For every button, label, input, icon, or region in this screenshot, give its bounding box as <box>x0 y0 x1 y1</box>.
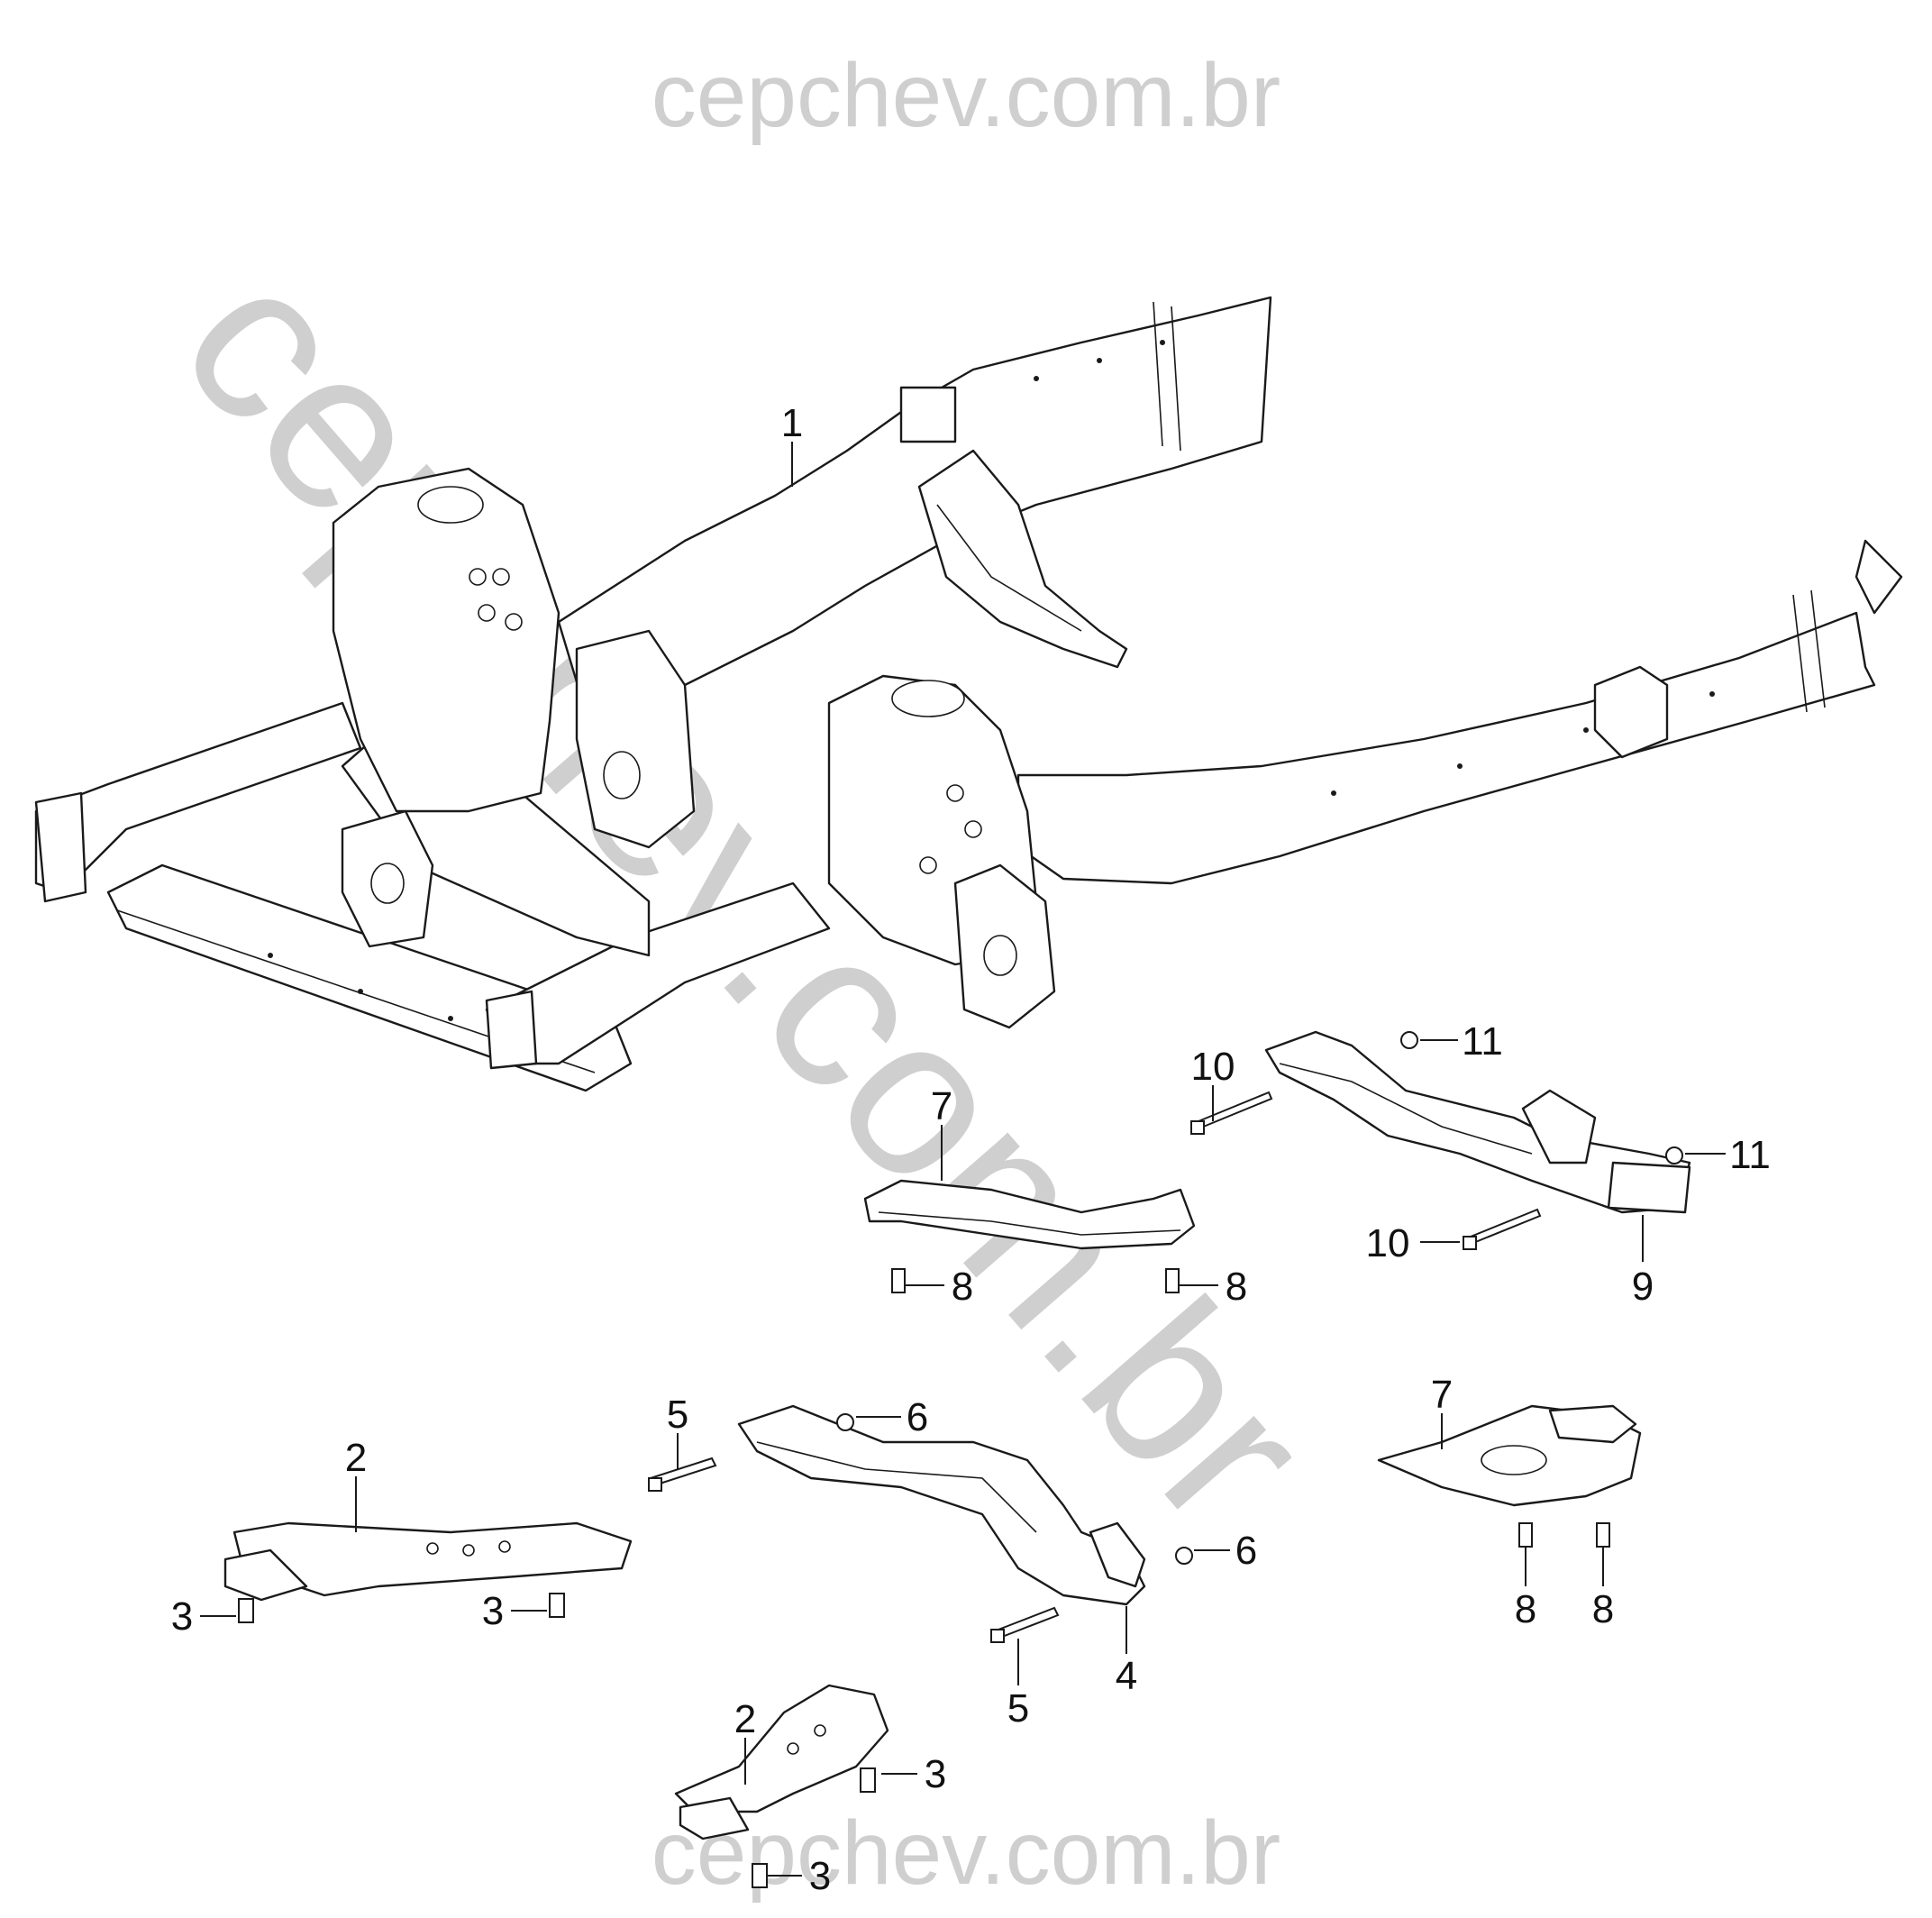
callout-11-lower: 11 <box>1729 1133 1771 1177</box>
callout-8-a: 8 <box>952 1265 973 1309</box>
chassis-frame-part-1 <box>34 296 1903 1092</box>
callout-10-upper: 10 <box>1191 1045 1235 1089</box>
crossmember-part-9 <box>1264 1030 1691 1214</box>
callout-numbers: 1 2 3 3 5 6 6 5 4 7 8 8 10 11 11 10 9 7 … <box>171 401 1771 1898</box>
callout-1: 1 <box>781 401 803 445</box>
callout-8-c: 8 <box>1515 1587 1536 1631</box>
callout-3-left-a: 3 <box>171 1594 193 1639</box>
callout-3-left-b: 3 <box>482 1589 504 1633</box>
callout-3-bottom-b: 3 <box>809 1854 831 1898</box>
callout-10-lower: 10 <box>1366 1221 1410 1265</box>
callout-5-upper: 5 <box>667 1393 688 1437</box>
callout-6-lower: 6 <box>1235 1529 1257 1573</box>
brace-part-7-upper <box>863 1179 1196 1250</box>
crossmember-part-4 <box>737 1404 1146 1606</box>
mount-bracket-part-2-left <box>223 1521 633 1602</box>
callout-5-lower: 5 <box>1007 1686 1029 1731</box>
brace-part-7-lower <box>1377 1404 1642 1507</box>
watermark-header: cepchev.com.br <box>652 45 1280 146</box>
callout-7-upper: 7 <box>931 1084 952 1128</box>
mount-bracket-part-2-bottom <box>674 1684 889 1840</box>
callout-7-lower: 7 <box>1431 1373 1453 1417</box>
callout-11-upper: 11 <box>1462 1019 1503 1064</box>
leader-lines <box>200 442 1726 1877</box>
fasteners <box>238 1031 1683 1888</box>
callout-2-left: 2 <box>345 1436 367 1480</box>
callout-8-b: 8 <box>1226 1265 1247 1309</box>
watermark-footer: cepchev.com.br <box>652 1803 1280 1904</box>
callout-9: 9 <box>1632 1265 1654 1309</box>
callout-8-d: 8 <box>1592 1587 1614 1631</box>
callout-3-bottom-a: 3 <box>925 1752 946 1796</box>
callout-2-bottom: 2 <box>734 1697 756 1741</box>
callout-4: 4 <box>1116 1654 1137 1698</box>
callout-6-upper: 6 <box>907 1395 928 1439</box>
